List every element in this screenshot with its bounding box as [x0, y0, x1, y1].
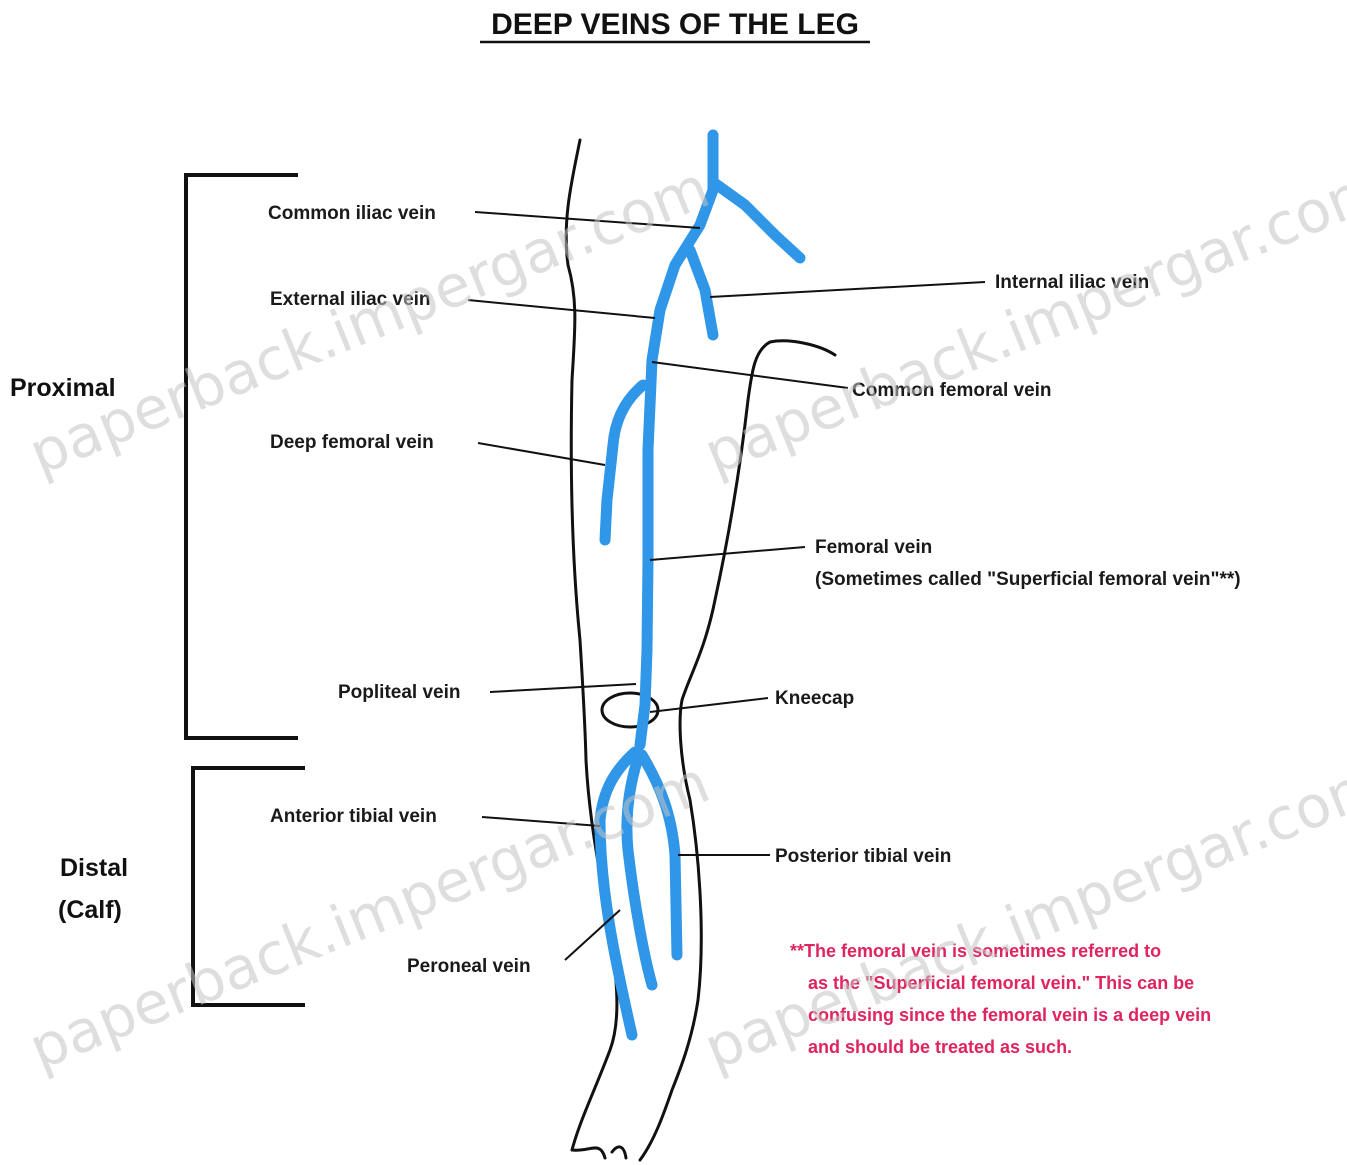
anterior-tibial-label: Anterior tibial vein — [270, 806, 437, 827]
internal-iliac-leader — [710, 282, 985, 297]
distal-label: Distal — [60, 854, 128, 882]
kneecap-leader — [650, 698, 768, 712]
internal-iliac-vein-line — [690, 250, 713, 335]
common-iliac-label: Common iliac vein — [268, 203, 436, 224]
femoral-leader — [650, 547, 805, 560]
peroneal-label: Peroneal vein — [407, 956, 531, 977]
toes-outline — [572, 1147, 626, 1158]
watermark-4: paperback.impergar.com — [695, 748, 1347, 1083]
posterior-tibial-label: Posterior tibial vein — [775, 846, 951, 867]
deep-femoral-vein-line — [605, 385, 643, 540]
diagram-title: DEEP VEINS OF THE LEG — [491, 8, 859, 41]
deep-femoral-label: Deep femoral vein — [270, 432, 434, 453]
popliteal-leader — [490, 684, 636, 692]
femoral-note-label: (Sometimes called "Superficial femoral v… — [815, 569, 1241, 590]
watermark-2: paperback.impergar.com — [695, 153, 1347, 488]
footnote-line-4: and should be treated as such. — [808, 1037, 1072, 1057]
proximal-bracket — [186, 175, 298, 738]
leg-outline-left — [566, 140, 617, 1150]
deep-femoral-leader — [478, 443, 605, 465]
calf-label: (Calf) — [58, 896, 122, 924]
kneecap-label: Kneecap — [775, 688, 854, 709]
contralateral-iliac-vein — [713, 182, 800, 258]
femoral-label: Femoral vein — [815, 537, 932, 558]
popliteal-label: Popliteal vein — [338, 682, 460, 703]
